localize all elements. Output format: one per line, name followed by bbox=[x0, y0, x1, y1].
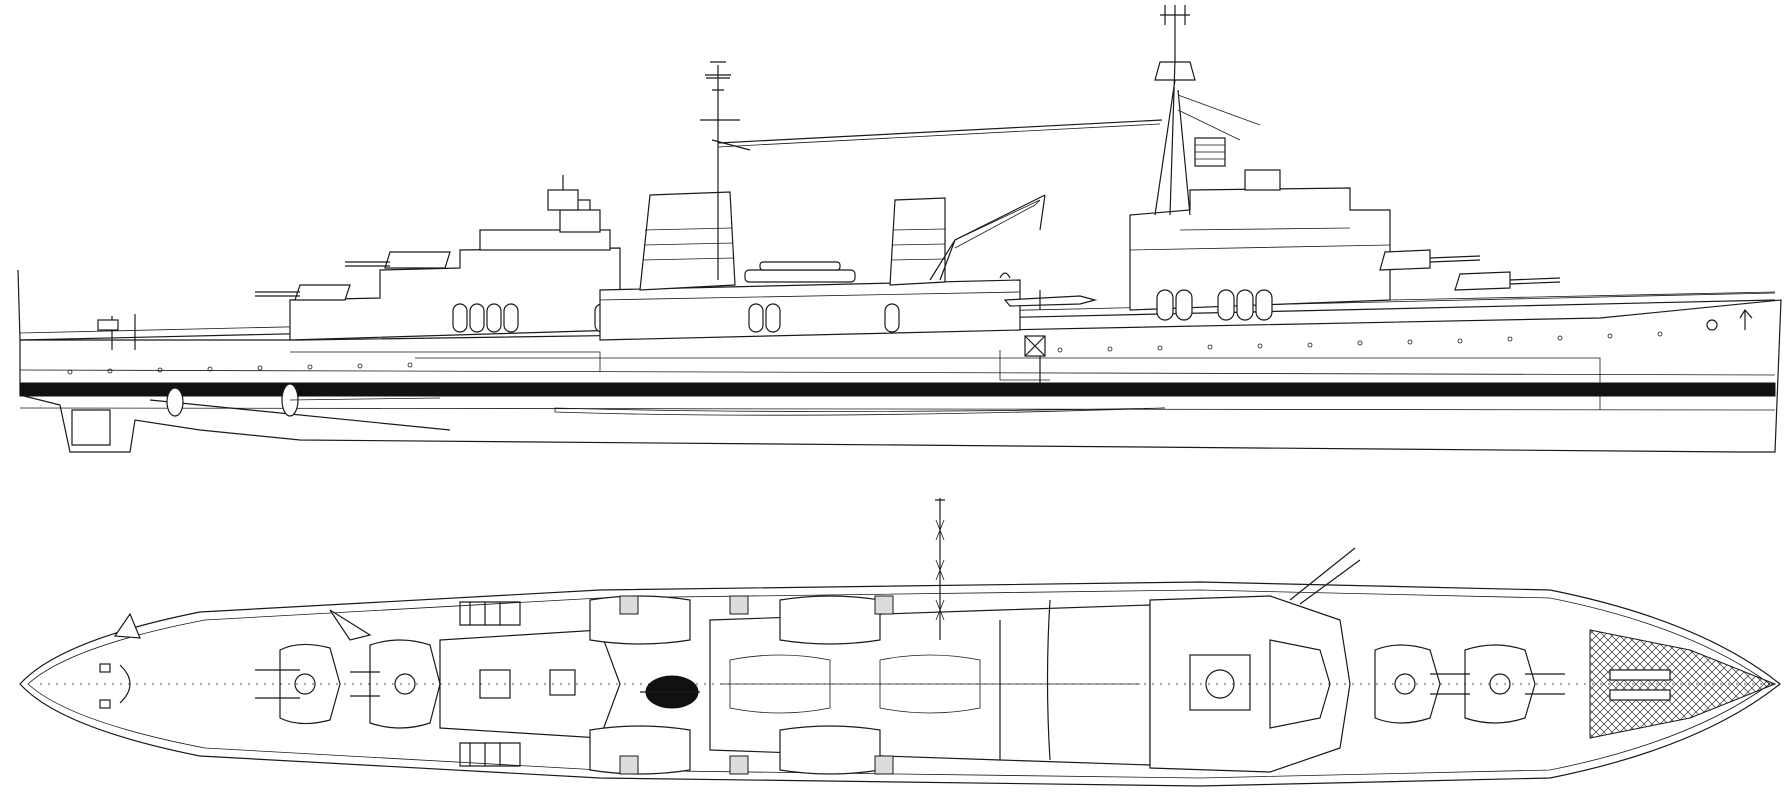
wireless-aerial bbox=[717, 119, 1163, 144]
aircraft-crane bbox=[929, 194, 1046, 281]
turret-x bbox=[294, 284, 351, 301]
portholes bbox=[67, 331, 1663, 375]
turret-a bbox=[1454, 271, 1511, 291]
forecastle-deck-grid bbox=[1589, 629, 1777, 739]
side-profile-view bbox=[17, 5, 1782, 453]
forward-turrets-plan bbox=[1374, 644, 1565, 724]
funnel-fore bbox=[889, 197, 946, 286]
propeller-shaft bbox=[149, 399, 451, 431]
ha-gun-sponsons bbox=[589, 595, 894, 775]
top-plan-view bbox=[19, 498, 1781, 787]
hull-outline bbox=[19, 299, 1782, 453]
anchor-icon bbox=[1739, 308, 1753, 330]
aft-turrets-plan bbox=[255, 639, 441, 729]
seaplane bbox=[1003, 295, 1098, 307]
mainmast bbox=[700, 65, 751, 280]
rudder bbox=[71, 409, 111, 446]
foremast bbox=[1154, 5, 1191, 216]
propeller bbox=[166, 387, 184, 417]
funnel-aft bbox=[639, 191, 736, 291]
lifeboats-fore bbox=[1156, 289, 1273, 321]
turret-y bbox=[384, 251, 451, 269]
boot-topping-stripe bbox=[19, 382, 1776, 397]
hawse-pipe bbox=[1706, 319, 1718, 331]
turret-b bbox=[1379, 249, 1431, 271]
